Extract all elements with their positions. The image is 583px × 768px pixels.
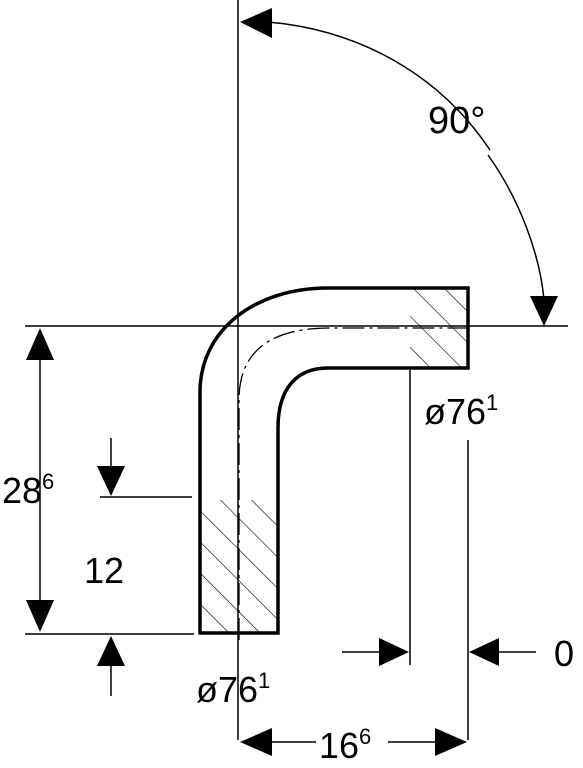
pipe-centerline [238, 327, 470, 640]
pipe-outer-contour [198, 286, 470, 635]
angle-arc [267, 21, 491, 151]
angle-arrowhead-right [530, 296, 558, 326]
dim-lower-arrow-bottom [97, 636, 125, 666]
pipe-outline [198, 286, 470, 635]
angle-arrowhead-top [240, 8, 272, 38]
diameter-bottom-label: ø761 [196, 668, 270, 710]
angle-label: 90° [428, 100, 485, 142]
dim-height-total-arrow-bottom [26, 600, 54, 632]
dim-width-arrow-right [435, 728, 467, 756]
dim-width-arrow-left [240, 728, 272, 756]
dim-height-total-arrow-top [26, 328, 54, 360]
height-total-label: 286 [2, 469, 54, 511]
angle-arc-lower [487, 154, 545, 301]
width-label: 166 [319, 724, 371, 766]
height-lower-label: 12 [84, 550, 124, 591]
dim-right-arrow-left [379, 638, 409, 666]
diameter-right-label: ø761 [424, 390, 498, 432]
dim-lower-arrow-top [97, 466, 125, 496]
dim-right-arrow-right [469, 638, 499, 666]
zero-label: 0 [554, 633, 574, 674]
extension-lines [25, 0, 568, 740]
